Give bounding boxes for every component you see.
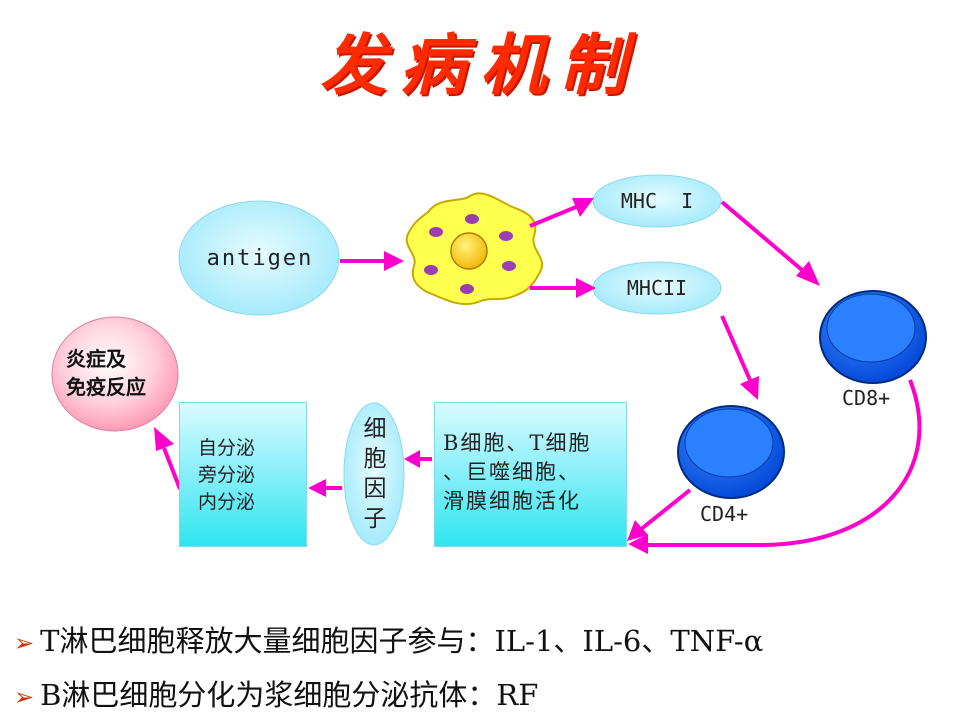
activation-line: 滑膜细胞活化 (443, 489, 581, 513)
arrows (154, 198, 922, 554)
bullet-text: T淋巴细胞释放大量细胞因子参与：IL-1、IL-6、TNF-α (40, 624, 764, 658)
antigen-ellipse (178, 200, 340, 316)
mhc1-label: MHC I (620, 189, 694, 213)
cytokine-text: 细 胞 因 子 (360, 414, 390, 534)
mhc2-label: MHCII (626, 276, 688, 300)
activation-line: 、巨噬细胞、 (443, 460, 581, 484)
cytokine-ellipse (343, 402, 405, 546)
cd4-cell (677, 405, 785, 499)
secretion-line: 内分泌 (198, 491, 256, 513)
bullet-item: ➢B淋巴细胞分化为浆细胞分泌抗体：RF (14, 672, 538, 714)
activation-box: B细胞、T细胞 、巨噬细胞、 滑膜细胞活化 (434, 402, 627, 547)
secretion-line: 旁分泌 (198, 464, 256, 486)
inflammation-text: 炎症及 免疫反应 (66, 345, 146, 401)
mhc1-ellipse (592, 174, 722, 228)
inflammation-line: 炎症及 (66, 347, 126, 371)
bullet-text: B淋巴细胞分化为浆细胞分泌抗体：RF (40, 678, 539, 712)
inflammation-line: 免疫反应 (66, 375, 146, 399)
antigen-label: antigen (206, 245, 314, 271)
antigen-presenting-cell (405, 192, 543, 306)
bullet-item: ➢T淋巴细胞释放大量细胞因子参与：IL-1、IL-6、TNF-α (14, 618, 763, 660)
activation-line: B细胞、T细胞 (443, 431, 592, 455)
arrowhead-bullet-icon: ➢ (14, 629, 35, 657)
cytokine-char: 细 (363, 416, 387, 442)
secretion-box: 自分泌 旁分泌 内分泌 (179, 402, 307, 547)
secretion-line: 自分泌 (198, 437, 256, 459)
cytokine-char: 胞 (363, 446, 387, 472)
cytokine-char: 子 (363, 506, 387, 532)
page-title: 发病机制 (320, 26, 640, 104)
inflammation-ellipse (51, 316, 179, 432)
arrowhead-bullet-icon: ➢ (14, 683, 35, 711)
cd4-label: CD4+ (700, 502, 749, 526)
cd8-label: CD8+ (842, 386, 891, 410)
cytokine-char: 因 (363, 476, 387, 502)
cd8-cell (819, 290, 927, 384)
